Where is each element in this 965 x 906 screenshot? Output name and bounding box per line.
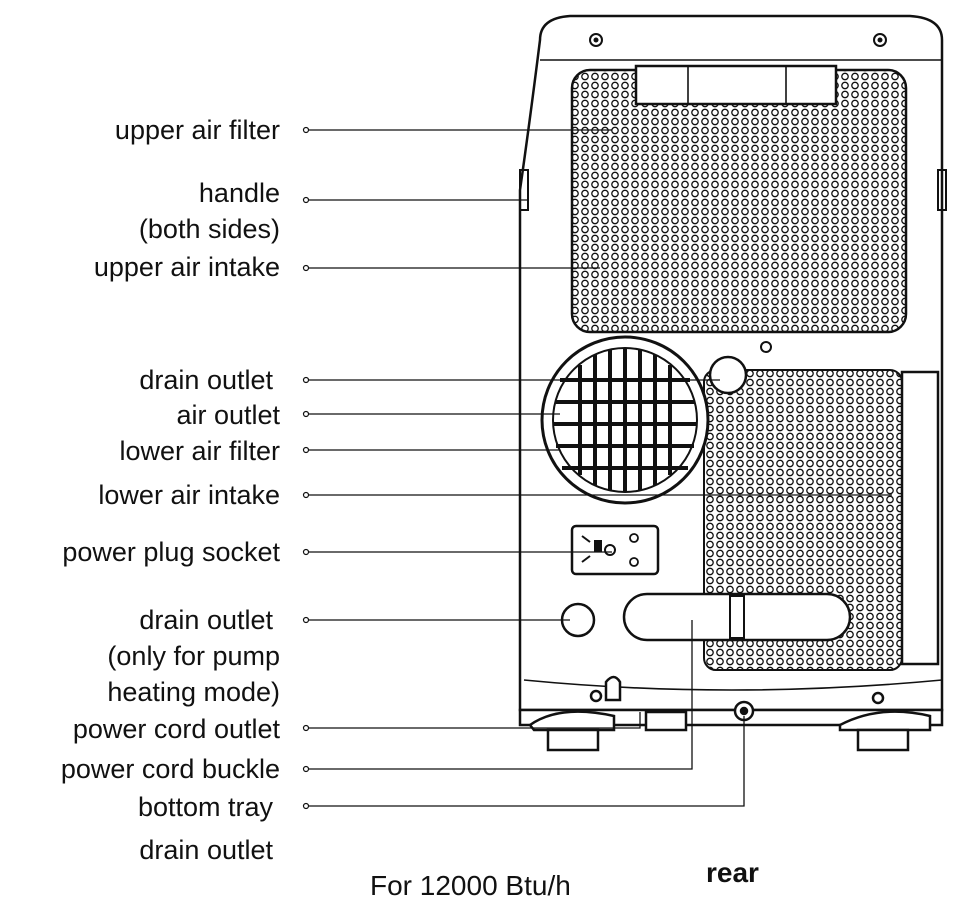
- label-lower-air-intake: lower air intake: [98, 480, 280, 510]
- label-upper-air-intake: upper air intake: [93, 252, 280, 282]
- label-bottom-tray-line1: bottom tray: [137, 792, 273, 822]
- label-power-cord-outlet: power cord outlet: [72, 714, 280, 744]
- power-cord-buckle-slot: [622, 592, 852, 642]
- label-air-outlet: air outlet: [176, 400, 280, 430]
- leader-lines: [308, 129, 892, 807]
- label-power-cord-buckle: power cord buckle: [60, 754, 280, 784]
- handle-right: [937, 169, 947, 211]
- air-outlet-grille: [540, 335, 710, 505]
- bottom-tray: [518, 675, 944, 752]
- power-plug-socket: [570, 524, 660, 576]
- leader-dots: [302, 126, 310, 810]
- label-drain-outlet-pump-line3: heating mode): [107, 677, 280, 707]
- label-handle-line2: (both sides): [138, 214, 280, 244]
- top-screws: [589, 33, 887, 47]
- label-lower-air-filter: lower air filter: [119, 436, 280, 466]
- lower-air-filter-frame: [900, 370, 940, 666]
- label-drain-outlet-pump-line1: drain outlet: [139, 605, 273, 635]
- label-handle-line1: handle: [198, 178, 280, 208]
- mid-screw: [760, 341, 772, 353]
- label-bottom-tray-line2: drain outlet: [139, 835, 273, 865]
- unit-body: [518, 14, 944, 712]
- caption-model: For 12000 Btu/h: [370, 870, 571, 901]
- label-drain-outlet-pump-line2: (only for pump: [107, 641, 280, 671]
- handle-left: [519, 169, 529, 211]
- upper-air-filter-grille: [570, 64, 908, 334]
- label-upper-air-filter: upper air filter: [114, 115, 280, 145]
- caption-view: rear: [706, 857, 759, 888]
- label-power-plug-socket: power plug socket: [62, 537, 280, 567]
- drain-outlet-top: [708, 355, 748, 395]
- label-drain-outlet-top: drain outlet: [139, 365, 273, 395]
